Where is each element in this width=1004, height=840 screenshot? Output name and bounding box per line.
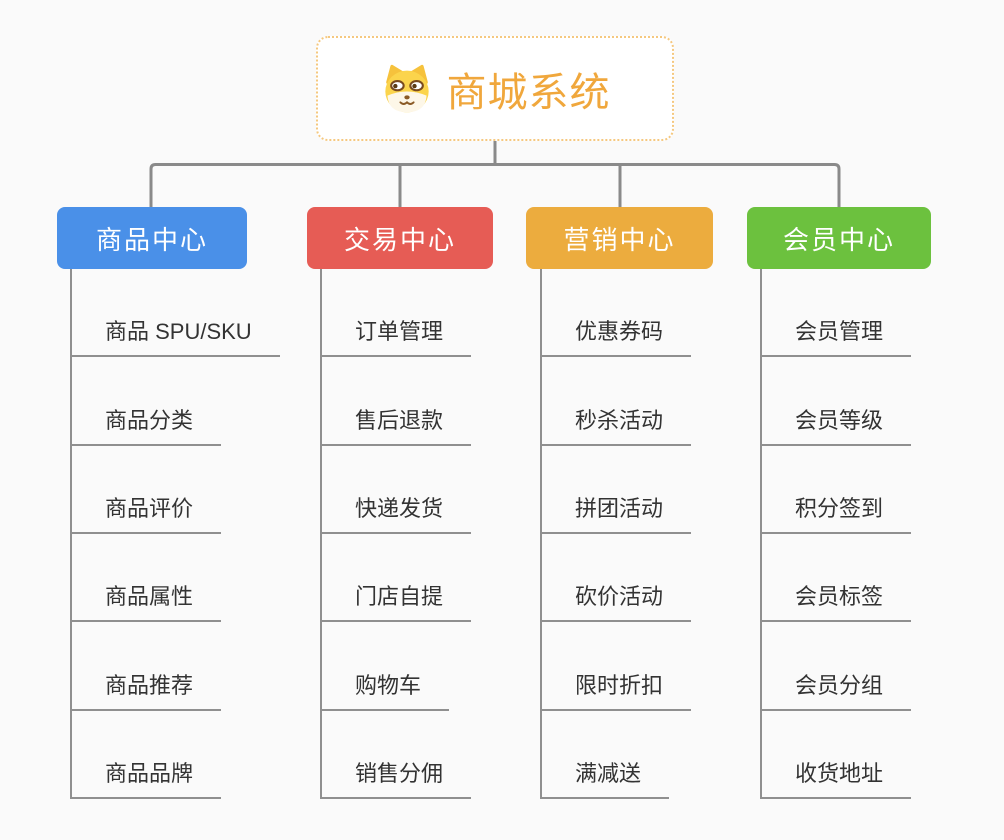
- child-node[interactable]: 订单管理: [322, 314, 472, 358]
- child-node[interactable]: 商品评价: [72, 491, 222, 534]
- child-node[interactable]: 会员分组: [762, 668, 912, 711]
- child-node[interactable]: 商品属性: [72, 579, 222, 623]
- root-node-title: 商城系统: [446, 70, 611, 115]
- root-node-mall-system[interactable]: 商城系统: [316, 36, 674, 141]
- branch-node-member-center[interactable]: 会员中心: [747, 207, 931, 269]
- child-node[interactable]: 砍价活动: [542, 579, 692, 623]
- branch-node-marketing-center[interactable]: 营销中心: [526, 207, 713, 269]
- branch-node-product-center[interactable]: 商品中心: [57, 207, 247, 269]
- child-node[interactable]: 购物车: [322, 668, 450, 711]
- branch-label: 营销中心: [563, 224, 676, 255]
- child-node[interactable]: 商品分类: [72, 403, 222, 446]
- branch-rail-line: [149, 163, 841, 210]
- child-node[interactable]: 门店自提: [322, 579, 472, 623]
- shiba-dog-icon: [384, 64, 429, 112]
- branch-label: 会员中心: [782, 224, 895, 255]
- child-node[interactable]: 商品推荐: [72, 668, 222, 711]
- child-node[interactable]: 会员等级: [762, 403, 912, 446]
- branch-children-product: 商品 SPU/SKU 商品分类 商品评价 商品属性 商品推荐 商品品牌: [70, 269, 280, 799]
- branch-children-trade: 订单管理 售后退款 快递发货 门店自提 购物车 销售分佣: [320, 269, 472, 799]
- child-node[interactable]: 积分签到: [762, 491, 912, 534]
- child-node[interactable]: 满减送: [542, 756, 670, 799]
- child-node[interactable]: 商品品牌: [72, 756, 222, 799]
- child-node[interactable]: 会员管理: [762, 314, 912, 358]
- child-node[interactable]: 拼团活动: [542, 491, 692, 534]
- branch-node-trade-center[interactable]: 交易中心: [307, 207, 493, 269]
- child-node[interactable]: 限时折扣: [542, 668, 692, 711]
- child-node[interactable]: 优惠券码: [542, 314, 692, 358]
- child-node[interactable]: 售后退款: [322, 403, 472, 446]
- branch-children-marketing: 优惠券码 秒杀活动 拼团活动 砍价活动 限时折扣 满减送: [540, 269, 692, 799]
- branch-label: 交易中心: [343, 224, 456, 255]
- child-node[interactable]: 收货地址: [762, 756, 912, 799]
- child-node[interactable]: 商品 SPU/SKU: [72, 314, 280, 358]
- branch-label: 商品中心: [95, 224, 208, 255]
- child-node[interactable]: 销售分佣: [322, 756, 472, 799]
- branch-children-member: 会员管理 会员等级 积分签到 会员标签 会员分组 收货地址: [760, 269, 912, 799]
- child-node[interactable]: 快递发货: [322, 491, 472, 534]
- child-node[interactable]: 秒杀活动: [542, 403, 692, 446]
- child-node[interactable]: 会员标签: [762, 579, 912, 623]
